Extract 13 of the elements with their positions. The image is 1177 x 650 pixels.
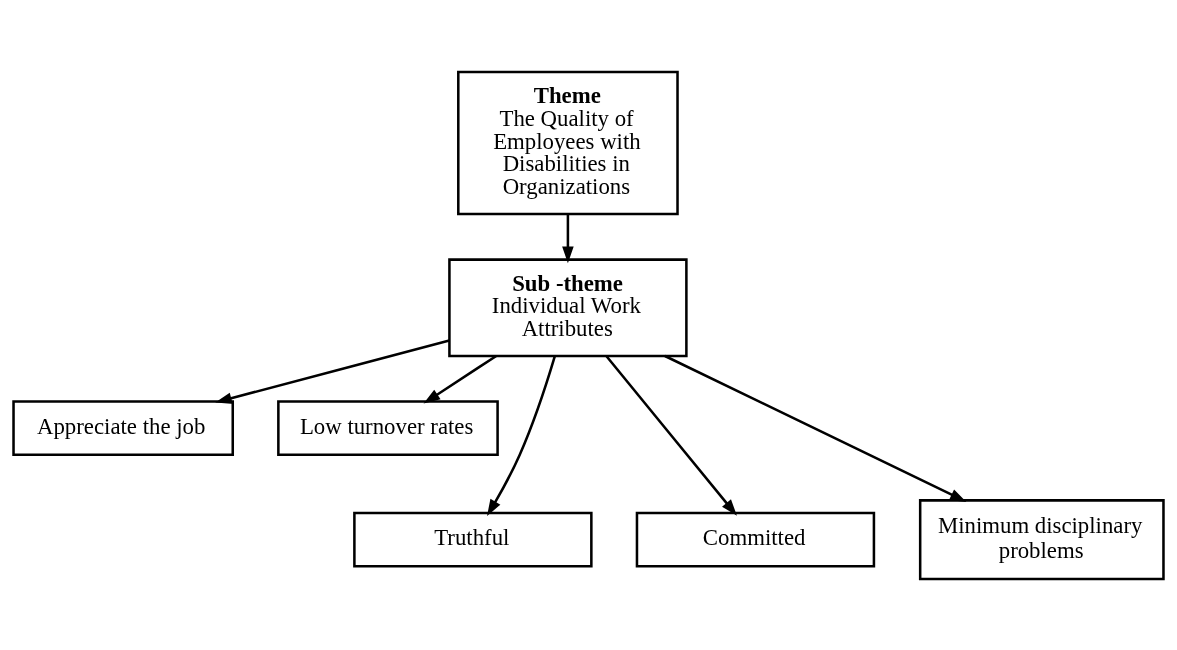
- node-box: Sub -theme Individual Work Attributes: [448, 257, 688, 357]
- arrow: [215, 338, 450, 404]
- node-box: Theme The Quality of Employees with Disabilities in Organizations: [457, 70, 679, 215]
- arrow: [605, 354, 737, 516]
- arrow: [664, 354, 967, 502]
- arrow: [562, 213, 574, 263]
- node-box: Minimum disciplinary problems: [918, 498, 1165, 580]
- node-box: Low turnover rates: [277, 399, 499, 456]
- node-box: Committed: [635, 511, 876, 568]
- node-box: Appreciate the job: [12, 399, 234, 456]
- arrow: [423, 354, 497, 404]
- node-box: Truthful: [353, 511, 593, 568]
- arrow: [487, 355, 557, 516]
